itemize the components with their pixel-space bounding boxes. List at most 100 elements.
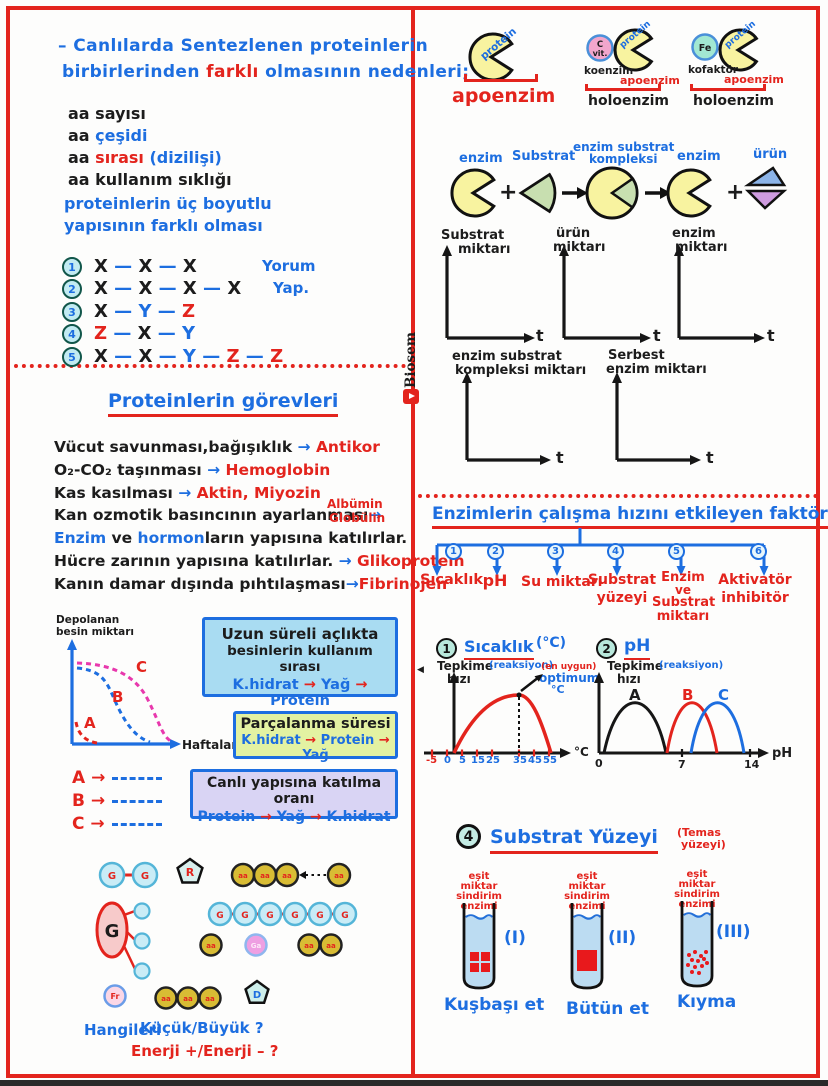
svg-text:R: R	[186, 866, 195, 879]
pacman-enzim	[666, 168, 712, 218]
glucose-node	[131, 861, 159, 889]
arrow-head	[660, 187, 671, 199]
graph-label: Serbest	[608, 348, 665, 363]
ph-graph	[594, 672, 769, 758]
apoenzim-label: apoenzim	[620, 74, 680, 87]
t-axis-label: t	[767, 326, 775, 345]
galaktoz-node	[244, 933, 268, 957]
three-d-line2: yapısının farklı olması	[64, 216, 263, 235]
legend-row-c: C →	[72, 814, 162, 834]
t-axis-label: t	[536, 326, 544, 345]
gorev-row: Kas kasılması → Aktin, Miyozin	[54, 484, 321, 502]
left-dashed-separator	[14, 364, 406, 368]
graph-label: enzim miktarı	[606, 362, 707, 377]
svg-text:aa: aa	[161, 995, 171, 1003]
factor-label: miktarı	[656, 609, 710, 624]
brand-biosem: Biosem	[403, 331, 419, 388]
ph-number: 2	[596, 638, 617, 659]
sy-paren2: yüzeyi)	[681, 838, 726, 851]
curve-c	[76, 661, 173, 744]
legend-row-b: B →	[72, 791, 163, 811]
apoenzim-bracket	[464, 74, 538, 82]
chain-number: 3	[62, 302, 82, 322]
glucose-node	[232, 901, 258, 927]
factor-label: yüzeyi	[596, 590, 648, 606]
ph-ylabel1b: (reaksiyon)	[659, 660, 724, 671]
graph-label: miktarı	[553, 240, 606, 255]
factor-label: Substrat	[652, 595, 716, 610]
rx-label-kompleks2: kompleksi	[589, 152, 658, 166]
plus-sign: +	[726, 180, 745, 205]
graph-label: kompleksi miktarı	[455, 363, 587, 378]
ph-xlabel: pH	[772, 746, 793, 761]
chain-number: 2	[62, 279, 82, 299]
tube-roman: (III)	[716, 922, 751, 942]
dash-line	[112, 799, 163, 803]
glucose-node	[98, 861, 126, 889]
glucose-node	[257, 901, 283, 927]
ph-title: pH	[624, 636, 651, 660]
urun-triangle-bottom	[744, 189, 788, 210]
rx-label-urun: ürün	[753, 147, 788, 162]
aa-item: aa sırası (dizilişi)	[68, 148, 222, 167]
aa-item: aa çeşidi	[68, 126, 148, 145]
holoenzim-bracket	[690, 84, 766, 91]
pacman-apoenzim	[718, 28, 759, 72]
temp-title: Sıcaklık	[464, 637, 534, 660]
rx-label-substrat: Substrat	[512, 149, 576, 164]
enzyme-diagrams: C vit. Fe	[450, 28, 788, 220]
left-graph-ylabel1: Depolanan	[56, 614, 120, 626]
three-d-line1: proteinlerin üç boyutlu	[64, 194, 272, 213]
aa-node	[319, 933, 343, 957]
sy-title: Substrat Yüzeyi	[490, 826, 658, 854]
aa-node	[326, 862, 352, 888]
tube-name: Kıyma	[677, 992, 737, 1012]
question-kucuk-buyuk: Küçük/Büyük ?	[140, 1019, 264, 1037]
factor-number: 4	[607, 543, 624, 560]
left-graph	[67, 639, 181, 749]
factor-number: 6	[750, 543, 767, 560]
glucose-node	[133, 962, 151, 980]
curve-b	[76, 666, 151, 744]
svg-text:aa: aa	[304, 942, 314, 950]
glucose-node	[282, 901, 308, 927]
gorev-row: Kan ozmotik basıncının ayarlanması→	[54, 506, 382, 524]
gorev-side-albumin: Albümin	[327, 497, 383, 511]
svg-text:aa: aa	[260, 872, 270, 880]
question-enerji: Enerji +/Enerji – ?	[131, 1042, 279, 1060]
kofaktor-label: kofaktör	[688, 64, 738, 76]
gorev-row: Vücut savunması,bağışıklık → Antikor	[54, 438, 380, 456]
column-divider	[411, 6, 415, 1078]
temp-ylabel1b: (reaksiyon)	[489, 660, 554, 671]
temp-tick: 55	[543, 755, 557, 766]
temp-ylabel1: Tepkime	[437, 659, 494, 673]
right-dashed-separator	[418, 494, 818, 498]
pacman-apoenzim	[468, 32, 514, 82]
tube-roman: (II)	[608, 928, 637, 948]
arrow-head	[577, 187, 588, 199]
svg-text:aa: aa	[205, 995, 215, 1003]
factor-label: ve	[675, 583, 691, 597]
complex-wedge	[609, 176, 639, 210]
temp-ann2: optimum	[539, 671, 600, 685]
factor-label: Enzim	[661, 570, 705, 585]
rx-label-kompleks1: enzim substrat	[573, 140, 675, 154]
graph-label: enzim	[672, 226, 716, 241]
svg-text:G: G	[141, 871, 149, 882]
temp-unit: (°C)	[536, 635, 567, 651]
glucose-node	[133, 932, 151, 950]
bottom-bar	[0, 1080, 828, 1086]
apoenzim-label: apoenzim	[452, 85, 556, 107]
chain-number: 5	[62, 347, 82, 367]
section-title-gorevler: Proteinlerin görevleri	[108, 390, 339, 417]
svg-text:Fe: Fe	[699, 43, 712, 54]
pacman-apoenzim	[613, 28, 654, 72]
chain-row: X — X — X	[94, 256, 197, 277]
svg-text:aa: aa	[326, 942, 336, 950]
ph-curve-label-b: B	[682, 686, 694, 704]
gorev-side-globulin: Globülin	[329, 511, 386, 525]
ph-tick: 14	[744, 758, 760, 771]
graph-label: miktarı	[458, 242, 511, 257]
